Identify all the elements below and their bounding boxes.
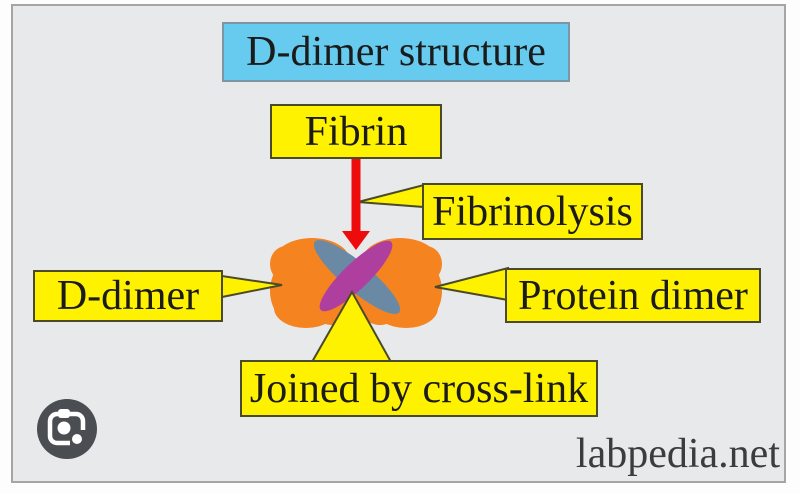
title-text: D-dimer structure [246,29,546,75]
fibrin-box: Fibrin [270,104,442,159]
protein-dimer-label: Protein dimer [518,272,748,319]
joined-label: Joined by cross-link [249,365,589,412]
joined-by-cross-link-box: Joined by cross-link [240,360,598,417]
title-box: D-dimer structure [222,22,570,82]
d-dimer-label: D-dimer [56,273,200,319]
fibrinolysis-label: Fibrinolysis [432,188,633,235]
lens-search-button[interactable] [37,399,97,459]
fibrinolysis-box: Fibrinolysis [422,183,643,240]
protein-dimer-box: Protein dimer [505,268,761,323]
watermark: labpedia.net [575,431,780,477]
fibrin-label: Fibrin [304,108,408,155]
camera-lens-icon [47,409,88,448]
d-dimer-box: D-dimer [33,270,223,322]
